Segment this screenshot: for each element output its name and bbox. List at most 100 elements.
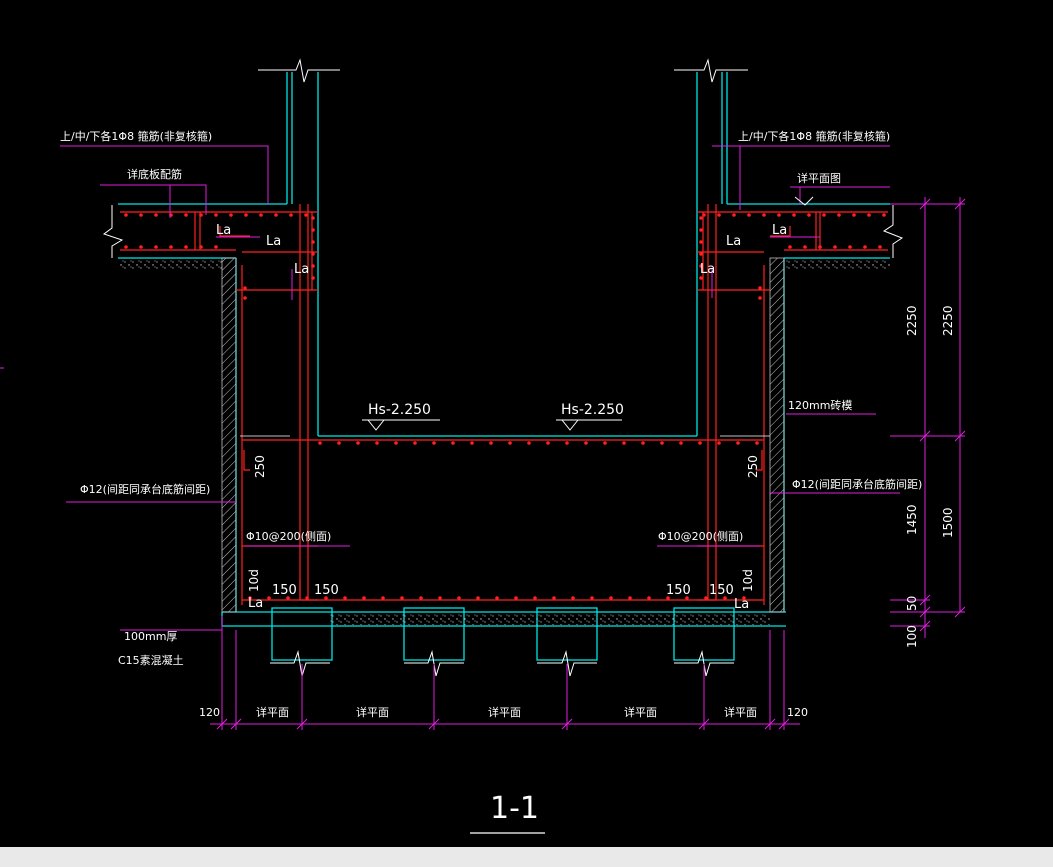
elevation-left: Hs-2.250 (368, 402, 431, 418)
rebar-dot (184, 245, 188, 249)
rebar-dot (311, 264, 315, 268)
rebar-dot (305, 596, 309, 600)
rebar-dot (199, 245, 203, 249)
rebar-dot (311, 216, 315, 220)
rebar-dot (318, 441, 322, 445)
rebar-dot (723, 596, 727, 600)
rebar-dot (818, 245, 822, 249)
rebar-dot (243, 296, 247, 300)
rebar-lines (120, 204, 888, 605)
rebar-dot (169, 245, 173, 249)
rebar-dot (527, 441, 531, 445)
label-rebar-top-right: 上/中/下各1Φ8 箍筋(非复核箍) (738, 129, 890, 143)
rebar-dot (863, 245, 867, 249)
dim-inner-1450: 1450 (905, 504, 919, 535)
rebar-dot (324, 596, 328, 600)
rebar-dot (699, 240, 703, 244)
dim-bottom-segment: 详平面 (256, 705, 289, 719)
la-labels: La La La La La La La La 150 150 150 150 (216, 223, 787, 612)
right-dimension-texts: 2250 1450 50 100 2250 1500 (905, 305, 955, 648)
label-rebar-top-left: 上/中/下各1Φ8 箍筋(非复核箍) (60, 129, 212, 143)
rebar-dot (777, 213, 781, 217)
rebar-dot (337, 441, 341, 445)
label-slab-rebar: 详底板配筋 (127, 167, 182, 181)
rebar-dot (571, 596, 575, 600)
label-phi10-right: Φ10@200(侧面) (658, 530, 743, 543)
right-slab-cushion (786, 260, 890, 269)
left-slab-cushion (118, 260, 222, 269)
rebar-dot (413, 441, 417, 445)
dim-bottom-segment: 详平面 (488, 705, 521, 719)
rebar-dot (603, 441, 607, 445)
rebar-dot (432, 441, 436, 445)
rebar-dot (699, 276, 703, 280)
label-slab-plan: 详平面图 (797, 171, 841, 185)
la-label: La (700, 262, 715, 277)
rebar-dot (848, 245, 852, 249)
section-1-1-drawing: 上/中/下各1Φ8 箍筋(非复核箍) 上/中/下各1Φ8 箍筋(非复核箍) 详底… (0, 58, 966, 834)
dim-outer-1500: 1500 (941, 507, 955, 538)
dim-10d-left: 10d (247, 569, 261, 592)
rebar-dot (311, 228, 315, 232)
label-phi12-right: Φ12(间距同承台底筋间距) (792, 477, 922, 491)
rebar-dot (717, 213, 721, 217)
dim-bottom-120-left: 120 (199, 706, 220, 719)
rebar-dot (546, 441, 550, 445)
dim-150: 150 (272, 583, 297, 598)
rebar-dot (699, 264, 703, 268)
right-brick-wall (769, 257, 785, 613)
dim-inner-100: 100 (905, 625, 919, 648)
rebar-dot (533, 596, 537, 600)
rebar-dot (807, 213, 811, 217)
rebar-dot (685, 596, 689, 600)
label-cushion-thickness: 100mm厚 (124, 630, 177, 643)
rebar-dot (476, 596, 480, 600)
rebar-dot (747, 213, 751, 217)
rebar-dot (214, 245, 218, 249)
dim-inner-2250: 2250 (905, 305, 919, 336)
rebar-dot (154, 213, 158, 217)
rebar-dot (552, 596, 556, 600)
rebar-dot (837, 213, 841, 217)
rebar-dot (628, 596, 632, 600)
rebar-dot (199, 213, 203, 217)
rebar-dot (356, 441, 360, 445)
rebar-dot (124, 213, 128, 217)
rebar-dot (419, 596, 423, 600)
bottom-dimension-texts: 120 详平面 详平面 详平面 详平面 详平面 120 (199, 705, 808, 719)
rebar-dot (375, 441, 379, 445)
rebar-dot (451, 441, 455, 445)
rebar-dot (822, 213, 826, 217)
rebar-dot (304, 213, 308, 217)
cad-drawing-viewport[interactable]: 上/中/下各1Φ8 箍筋(非复核箍) 上/中/下各1Φ8 箍筋(非复核箍) 详底… (0, 0, 1053, 847)
rebar-dot (792, 213, 796, 217)
dim-10d-right: 10d (741, 569, 755, 592)
rebar-dot (699, 216, 703, 220)
rebar-dot (508, 441, 512, 445)
rebar-dot (882, 213, 886, 217)
rebar-dot (699, 228, 703, 232)
dim-250-right: 250 (746, 455, 760, 478)
dim-inner-50: 50 (905, 596, 919, 611)
rebar-dot (762, 213, 766, 217)
rebar-dot (584, 441, 588, 445)
rebar-dot (259, 213, 263, 217)
rebar-dot (274, 213, 278, 217)
dim-150: 150 (666, 583, 691, 598)
label-phi12-left: Φ12(间距同承台底筋间距) (80, 482, 210, 496)
elevation-labels: Hs-2.250 Hs-2.250 (368, 402, 624, 418)
label-cushion-concrete: C15素混凝土 (118, 653, 184, 667)
rebar-dot (343, 596, 347, 600)
rebar-dot (244, 213, 248, 217)
rebar-dot (311, 252, 315, 256)
rebar-dot (736, 441, 740, 445)
dimension-lines (60, 145, 966, 730)
rebar-dot (139, 245, 143, 249)
left-brick-wall (221, 257, 237, 613)
label-brick-mold: 120mm砖模 (788, 398, 852, 412)
rebar-dot (732, 213, 736, 217)
rebar-dot (470, 441, 474, 445)
rebar-dot (362, 596, 366, 600)
rebar-dot (742, 596, 746, 600)
la-label: La (216, 223, 231, 238)
